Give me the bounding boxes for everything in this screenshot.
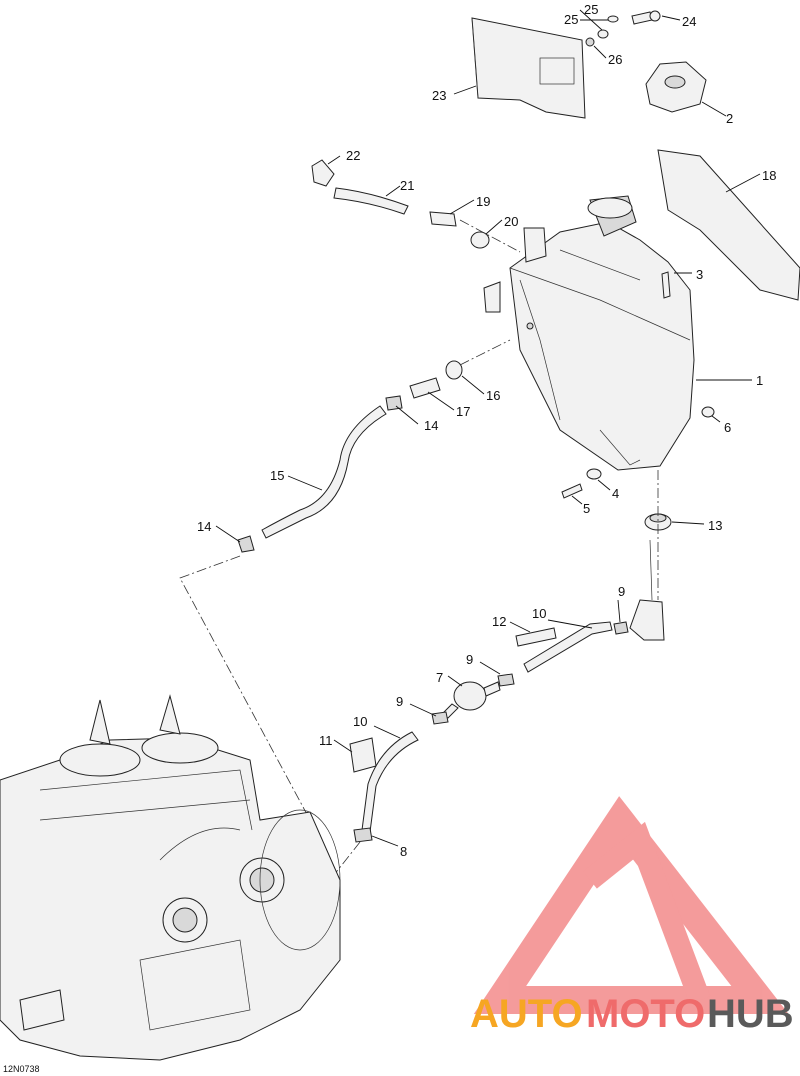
grommet: [701, 406, 715, 418]
heat-shield: [471, 17, 586, 119]
hose-clamp-9-upper: [613, 621, 629, 635]
oil-tank: [483, 195, 695, 471]
feed-fitting: [629, 539, 665, 641]
return-grommet-16: [445, 360, 463, 380]
return-fitting-17: [409, 377, 441, 399]
return-centerline: [459, 339, 511, 366]
callout-24: 24: [682, 14, 696, 29]
callout-16: 16: [486, 388, 500, 403]
callout-2: 2: [726, 111, 733, 126]
callout-13: 13: [708, 518, 722, 533]
callout-10-lower: 10: [353, 714, 367, 729]
callout-21: 21: [400, 178, 414, 193]
oil-tank-cap: [645, 61, 707, 113]
callout-3: 3: [696, 267, 703, 282]
vent-fitting-19: [429, 211, 457, 227]
engine-block: [0, 694, 341, 1061]
vent-centerline: [459, 219, 521, 253]
logo-auto: AUTO: [470, 992, 583, 1036]
callout-19: 19: [476, 194, 490, 209]
callout-18: 18: [762, 168, 776, 183]
hose-clamp-8: [353, 827, 373, 843]
callout-17: 17: [456, 404, 470, 419]
automotohub-logo: [473, 796, 789, 1014]
callout-20: 20: [504, 214, 518, 229]
return-to-engine-line: [179, 555, 311, 821]
callout-9-lower: 9: [396, 694, 403, 709]
logo-moto: MOTO: [586, 992, 705, 1036]
hose-clamp-9-middle: [497, 673, 515, 687]
callout-5: 5: [583, 501, 590, 516]
hose-clamp-9-lower: [431, 711, 449, 725]
callout-6: 6: [724, 420, 731, 435]
callout-1: 1: [756, 373, 763, 388]
hose-clamp-14-upper: [385, 395, 403, 411]
hose-clamp-14-lower: [237, 535, 255, 553]
tank-mount-hardware: [561, 468, 602, 499]
callout-14-lower: 14: [197, 519, 211, 534]
callout-9-upper: 9: [618, 584, 625, 599]
callout-23: 23: [432, 88, 446, 103]
callout-8: 8: [400, 844, 407, 859]
callout-7: 7: [436, 670, 443, 685]
shield-fasteners: [585, 10, 661, 47]
insulation-pad: [657, 149, 800, 301]
logo-hub: HUB: [707, 992, 794, 1036]
callout-22: 22: [346, 148, 360, 163]
callout-15: 15: [270, 468, 284, 483]
leader-lines: [215, 9, 761, 847]
callout-9-middle: 9: [466, 652, 473, 667]
callout-labels: 1 2 3 4 5 6 7 8 9 9 9 10 10 11 12 13 14 …: [197, 2, 776, 859]
spring-11: [349, 737, 377, 773]
callout-14-upper: 14: [424, 418, 438, 433]
callout-10-upper: 10: [532, 606, 546, 621]
outlet-grommet: [644, 513, 672, 531]
vent-check-valve: [311, 159, 335, 187]
callout-12: 12: [492, 614, 506, 629]
callout-11: 11: [319, 733, 333, 748]
callout-25-left: 25: [564, 12, 578, 27]
callout-25-top: 25: [584, 2, 598, 17]
diagram-reference-code: 12N0738: [3, 1064, 40, 1074]
spring-12: [515, 627, 557, 647]
oil-filter-7: [441, 681, 501, 719]
callout-26: 26: [608, 52, 622, 67]
return-hose-15: [261, 405, 387, 539]
callout-4: 4: [612, 486, 619, 501]
feed-hose-10-upper: [523, 621, 613, 673]
tank-screw: [661, 271, 671, 299]
vent-grommet-20: [470, 231, 490, 249]
automotohub-wordmark: AUTO MOTO HUB: [470, 992, 794, 1036]
vent-hose-upper: [333, 187, 409, 215]
